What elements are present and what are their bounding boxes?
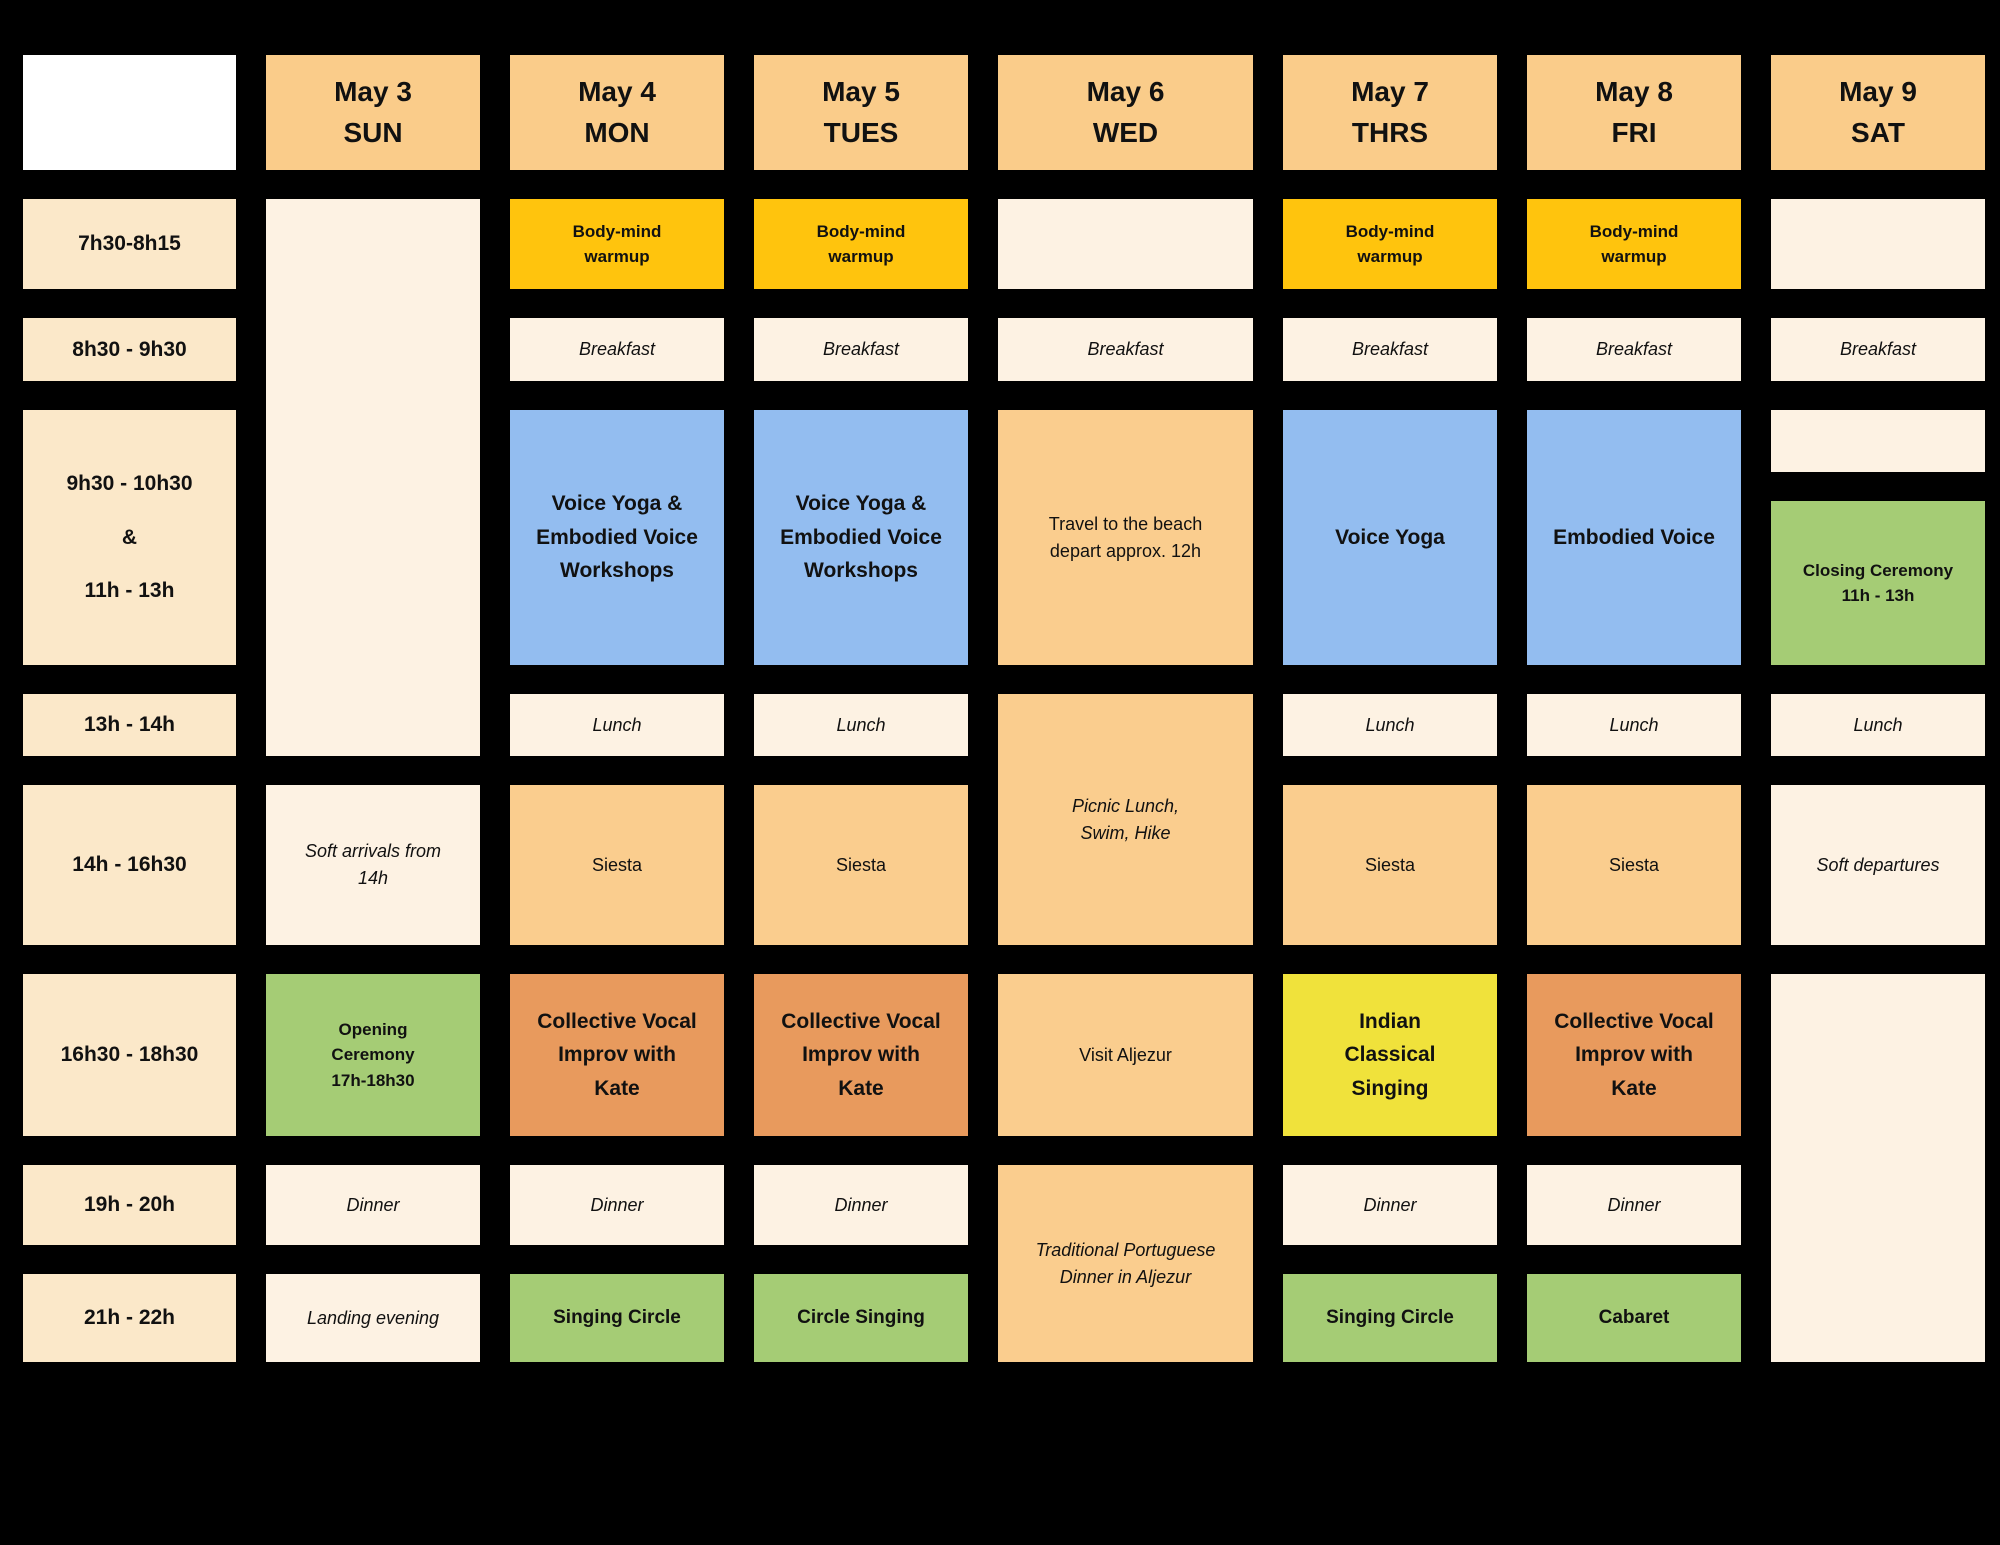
- cell-tue-dinner: Dinner: [754, 1165, 968, 1245]
- header-may-5: May 5 TUES: [754, 55, 968, 170]
- cell-thu-lunch: Lunch: [1283, 694, 1497, 756]
- time-9h30-13h: 9h30 - 10h30 & 11h - 13h: [23, 410, 236, 665]
- cell-tue-breakfast: Breakfast: [754, 318, 968, 381]
- cell-tue-siesta: Siesta: [754, 785, 968, 945]
- cell-fri-lunch: Lunch: [1527, 694, 1741, 756]
- cell-fri-warmup: Body-mind warmup: [1527, 199, 1741, 289]
- cell-mon-vocal-improv: Collective Vocal Improv with Kate: [510, 974, 724, 1136]
- cell-wed-portuguese-dinner: Traditional Portuguese Dinner in Aljezur: [998, 1165, 1253, 1362]
- header-weekday: WED: [1092, 116, 1159, 148]
- time-7h30-8h15: 7h30-8h15: [23, 199, 236, 289]
- time-16h30-18h30: 16h30 - 18h30: [23, 974, 236, 1136]
- time-21h-22h: 21h - 22h: [23, 1274, 236, 1362]
- header-weekday: TUES: [823, 116, 899, 148]
- header-weekday: FRI: [1611, 116, 1657, 148]
- cell-mon-siesta: Siesta: [510, 785, 724, 945]
- time-13h-14h: 13h - 14h: [23, 694, 236, 756]
- header-may-7: May 7 THRS: [1283, 55, 1497, 170]
- header-may-9: May 9 SAT: [1771, 55, 1985, 170]
- cell-tue-workshop: Voice Yoga & Embodied Voice Workshops: [754, 410, 968, 665]
- corner-blank-cell: [23, 55, 236, 170]
- cell-sat-morning-split: Closing Ceremony 11h - 13h: [1771, 410, 1985, 665]
- cell-thu-breakfast: Breakfast: [1283, 318, 1497, 381]
- cell-fri-breakfast: Breakfast: [1527, 318, 1741, 381]
- cell-fri-cabaret: Cabaret: [1527, 1274, 1741, 1362]
- header-date: May 3: [334, 75, 412, 107]
- cell-wed-picnic: Picnic Lunch, Swim, Hike: [998, 694, 1253, 945]
- cell-sun-landing-evening: Landing evening: [266, 1274, 480, 1362]
- header-weekday: MON: [584, 116, 650, 148]
- cell-sat-early-blank: [1771, 199, 1985, 289]
- header-date: May 9: [1839, 75, 1917, 107]
- cell-sat-morning-blank: [1771, 410, 1985, 472]
- cell-fri-embodied-voice: Embodied Voice: [1527, 410, 1741, 665]
- cell-thu-indian-classical: Indian Classical Singing: [1283, 974, 1497, 1136]
- grid-gap: [1771, 472, 1985, 501]
- cell-wed-beach-travel: Travel to the beach depart approx. 12h: [998, 410, 1253, 665]
- schedule-grid: May 3 SUN May 4 MON May 5 TUES May 6 WED…: [23, 55, 1985, 1362]
- cell-thu-voice-yoga: Voice Yoga: [1283, 410, 1497, 665]
- cell-thu-siesta: Siesta: [1283, 785, 1497, 945]
- cell-wed-breakfast: Breakfast: [998, 318, 1253, 381]
- header-may-8: May 8 FRI: [1527, 55, 1741, 170]
- cell-sat-evening-blank: [1771, 974, 1985, 1362]
- cell-tue-vocal-improv: Collective Vocal Improv with Kate: [754, 974, 968, 1136]
- cell-sat-lunch: Lunch: [1771, 694, 1985, 756]
- cell-mon-dinner: Dinner: [510, 1165, 724, 1245]
- cell-fri-siesta: Siesta: [1527, 785, 1741, 945]
- cell-sat-closing-ceremony: Closing Ceremony 11h - 13h: [1771, 501, 1985, 665]
- cell-sat-departures: Soft departures: [1771, 785, 1985, 945]
- cell-fri-vocal-improv: Collective Vocal Improv with Kate: [1527, 974, 1741, 1136]
- cell-mon-workshop: Voice Yoga & Embodied Voice Workshops: [510, 410, 724, 665]
- cell-wed-visit-aljezur: Visit Aljezur: [998, 974, 1253, 1136]
- cell-mon-singing-circle: Singing Circle: [510, 1274, 724, 1362]
- header-date: May 4: [578, 75, 656, 107]
- cell-sun-arrivals: Soft arrivals from 14h: [266, 785, 480, 945]
- header-date: May 7: [1351, 75, 1429, 107]
- cell-sun-opening-ceremony: Opening Ceremony 17h-18h30: [266, 974, 480, 1136]
- cell-sun-dinner: Dinner: [266, 1165, 480, 1245]
- header-weekday: SAT: [1851, 116, 1905, 148]
- cell-sat-breakfast: Breakfast: [1771, 318, 1985, 381]
- header-date: May 5: [822, 75, 900, 107]
- header-date: May 6: [1086, 75, 1165, 107]
- cell-tue-warmup: Body-mind warmup: [754, 199, 968, 289]
- cell-thu-warmup: Body-mind warmup: [1283, 199, 1497, 289]
- cell-thu-dinner: Dinner: [1283, 1165, 1497, 1245]
- cell-mon-warmup: Body-mind warmup: [510, 199, 724, 289]
- cell-mon-lunch: Lunch: [510, 694, 724, 756]
- cell-sun-morning-block: [266, 199, 480, 756]
- header-weekday: SUN: [343, 116, 403, 148]
- header-may-6: May 6 WED: [998, 55, 1253, 170]
- cell-fri-dinner: Dinner: [1527, 1165, 1741, 1245]
- time-8h30-9h30: 8h30 - 9h30: [23, 318, 236, 381]
- cell-tue-circle-singing: Circle Singing: [754, 1274, 968, 1362]
- header-date: May 8: [1595, 75, 1673, 107]
- header-may-4: May 4 MON: [510, 55, 724, 170]
- cell-thu-singing-circle: Singing Circle: [1283, 1274, 1497, 1362]
- header-weekday: THRS: [1351, 116, 1429, 148]
- time-19h-20h: 19h - 20h: [23, 1165, 236, 1245]
- time-14h-16h30: 14h - 16h30: [23, 785, 236, 945]
- header-may-3: May 3 SUN: [266, 55, 480, 170]
- cell-wed-early-blank: [998, 199, 1253, 289]
- cell-tue-lunch: Lunch: [754, 694, 968, 756]
- cell-mon-breakfast: Breakfast: [510, 318, 724, 381]
